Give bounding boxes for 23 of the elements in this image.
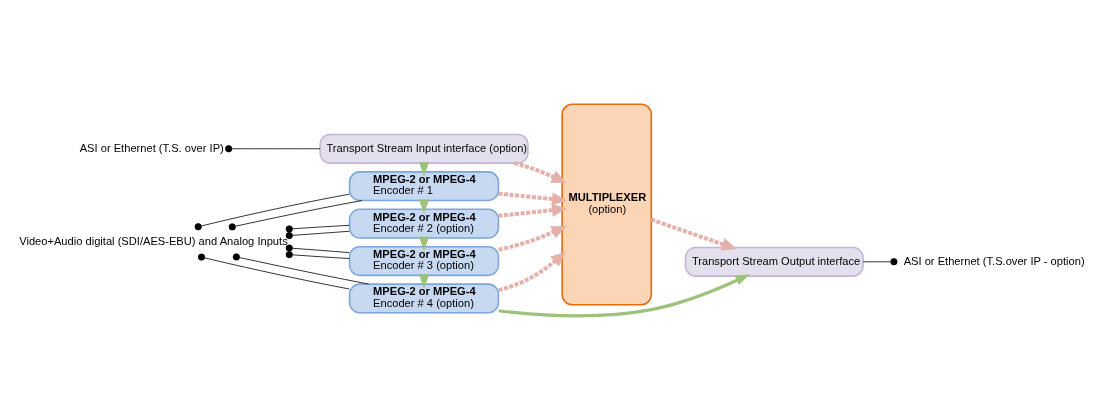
- node-text: ASI or Ethernet (T.S.over IP - option): [903, 254, 1085, 267]
- arrow: [498, 225, 567, 252]
- connector: [285, 224, 350, 233]
- connector: [197, 253, 350, 290]
- connector: [285, 251, 350, 259]
- arrow: [498, 191, 567, 206]
- connector: [232, 253, 369, 285]
- node-box: MPEG-2 or MPEG-4 Encoder # 4 (option): [348, 283, 500, 314]
- connector: [285, 230, 350, 240]
- node-text: Video+Audio digital (SDI/AES-EBU) and Analog Inputs: [19, 234, 288, 247]
- connector: [225, 145, 321, 153]
- connector: [862, 258, 898, 266]
- node-text: ASI or Ethernet (T.S. over IP): [79, 141, 224, 154]
- node-box: Transport Stream Output interface: [684, 246, 864, 277]
- node-box: MULTIPLEXER (option): [561, 103, 653, 306]
- arrow: [498, 251, 566, 293]
- arrow: [498, 203, 567, 218]
- arrow: [513, 161, 567, 183]
- arrow: [650, 217, 737, 251]
- connector: [285, 244, 350, 253]
- connector: [228, 200, 363, 231]
- arrow: [498, 274, 750, 318]
- connector: [194, 193, 350, 231]
